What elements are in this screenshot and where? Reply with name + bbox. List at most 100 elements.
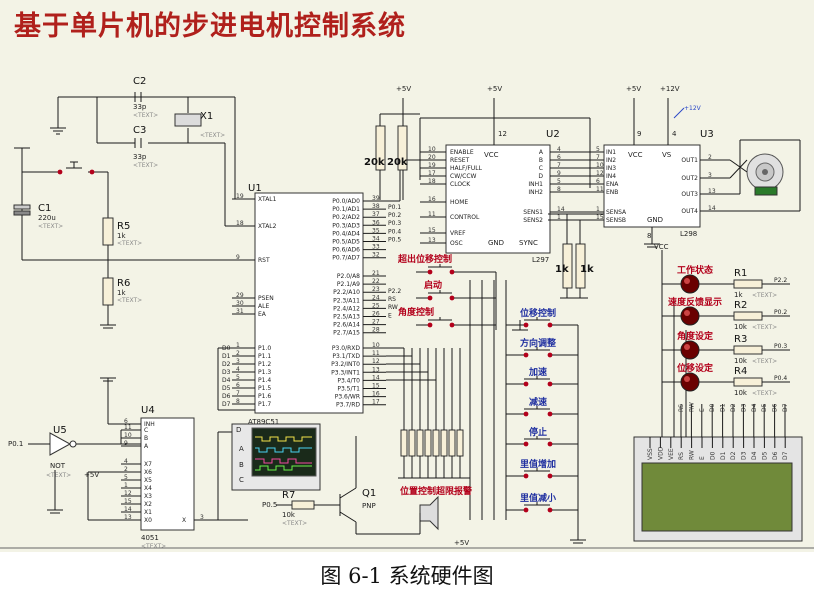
u5-not-gate [28,377,141,514]
u3-pin-number: 3 [708,172,712,179]
u4-pin-number: 6 [124,418,128,425]
u4-ref: U4 [141,405,155,416]
u4-chip [140,417,195,531]
push-button[interactable]: 减速 [506,396,578,417]
button-label: 启动 [424,279,442,291]
u4-pin-name: B [144,435,148,442]
u1-pin-number: 12 [372,358,380,365]
sense-resistors [548,213,604,299]
lcd-pin-label: RS [678,452,685,460]
x1-ref: X1 [200,111,213,122]
u3-vcc: VCC [628,151,643,159]
led-label: 速度反馈显示 [668,296,722,308]
net-label: P2.2 [388,288,401,295]
u1-pin-name: P1.0 [258,345,271,352]
resistor-array [400,429,464,457]
u2-pin-name: SENS2 [523,217,543,224]
array-resistor [448,429,456,457]
u2-pin-number: 9 [557,170,561,177]
led-label: 角度设定 [677,330,714,342]
u1-pin-number: 13 [372,366,380,373]
u1-pin-name: P2.0/A8 [337,273,360,280]
d-net-label: D5 [222,385,231,392]
v12-u3: +12V [660,85,680,93]
push-button[interactable]: 位移控制 [506,307,578,328]
u2-pin-name: RESET [450,157,470,164]
lcd-pin-label: VSS [647,448,654,460]
u3-pin-name: OUT3 [681,191,698,198]
u2-pin-name: VREF [450,230,466,237]
u1-pin-number: 19 [236,193,244,200]
push-button[interactable]: 超出位移控制 [397,253,496,275]
lcd-pin-label: D3 [741,451,748,460]
u1-pin-number: 27 [372,319,380,326]
u4-pin-number: 11 [124,424,132,431]
resistor-ref: R3 [734,334,747,345]
u1-pin-name: P3.2/INT0 [331,361,360,368]
push-button[interactable]: 停止 [506,426,578,447]
d-net-label: D7 [222,401,231,408]
u1-pin-name: P3.6/WR [335,394,360,401]
button-label: 停止 [529,426,547,438]
u1-pin-number: 6 [236,382,240,389]
array-resistor [456,429,464,457]
u3-pin-number: 12 [596,170,604,177]
push-button[interactable]: 启动 [416,279,496,301]
u2-pin-name: C [539,165,543,172]
stepper-motor [700,139,801,212]
resistor-text: <TEXT> [752,292,777,299]
c2-value: 33p [133,103,147,111]
u1-pin-name: P2.5/A13 [333,314,360,321]
u4-pin-name: X0 [144,517,152,524]
lcd-net-label: D3 [740,403,747,412]
push-button[interactable]: 方向调整 [506,337,578,358]
button-label: 加速 [528,366,547,378]
lcd-net-label: D2 [730,403,737,412]
r6-ref: R6 [117,278,130,289]
r7-value: 10k [282,511,296,519]
u2-pin-number: 16 [428,196,436,203]
u2-pin-number: 15 [428,227,436,234]
u2-pin-name: B [539,157,543,164]
u3-pin-number: 5 [596,146,600,153]
u1-pin-number: 14 [372,374,380,381]
array-resistor [424,429,432,457]
array-resistor [440,429,448,457]
u1-pin-number: 29 [236,292,244,299]
u1-pin-name: P1.6 [258,393,271,400]
u1-pin-name: P1.4 [258,377,271,384]
q1-part: PNP [362,502,376,510]
lcd-pin-label: RW [689,450,696,460]
u1-pin-number: 8 [236,398,240,405]
button-label: 位移控制 [520,307,556,319]
u1-pin-name: P0.2/AD2 [332,214,360,221]
lcd-pin-label: VEE [668,448,675,460]
u1-pin-number: 35 [372,227,380,234]
u1-pin-number: 39 [372,195,380,202]
u2-pin-number: 20 [428,154,436,161]
u3-pin-number: 13 [708,188,716,195]
u3-pin-number: 15 [596,214,604,221]
u3-pin-name: OUT1 [681,157,698,164]
u1-part: AT89C51 [248,418,279,426]
u1-pin-name: P3.4/T0 [337,377,360,384]
rs2-value: 1k [580,264,594,275]
net-p01-left: P0.1 [8,440,23,448]
push-button[interactable]: 加速 [506,366,578,387]
u1-pin-number: 7 [236,390,240,397]
resistor-ref: R4 [734,366,747,377]
u2-pin-name: A [539,149,544,156]
pot2-value: 20k [387,157,408,168]
u4-pin-name: X5 [144,477,152,484]
u2-part: L297 [532,256,549,264]
lcd-pin-label: D2 [730,451,737,460]
u3-pin-name: OUT2 [681,175,698,182]
push-button[interactable]: 角度控制 [398,306,496,328]
push-button[interactable]: 里值增加 [506,458,578,479]
u1-pin-number: 32 [372,252,380,259]
push-button[interactable]: 里值减小 [506,492,578,513]
u1-pin-number: 17 [372,399,380,406]
u4-out-number: 3 [200,514,204,521]
